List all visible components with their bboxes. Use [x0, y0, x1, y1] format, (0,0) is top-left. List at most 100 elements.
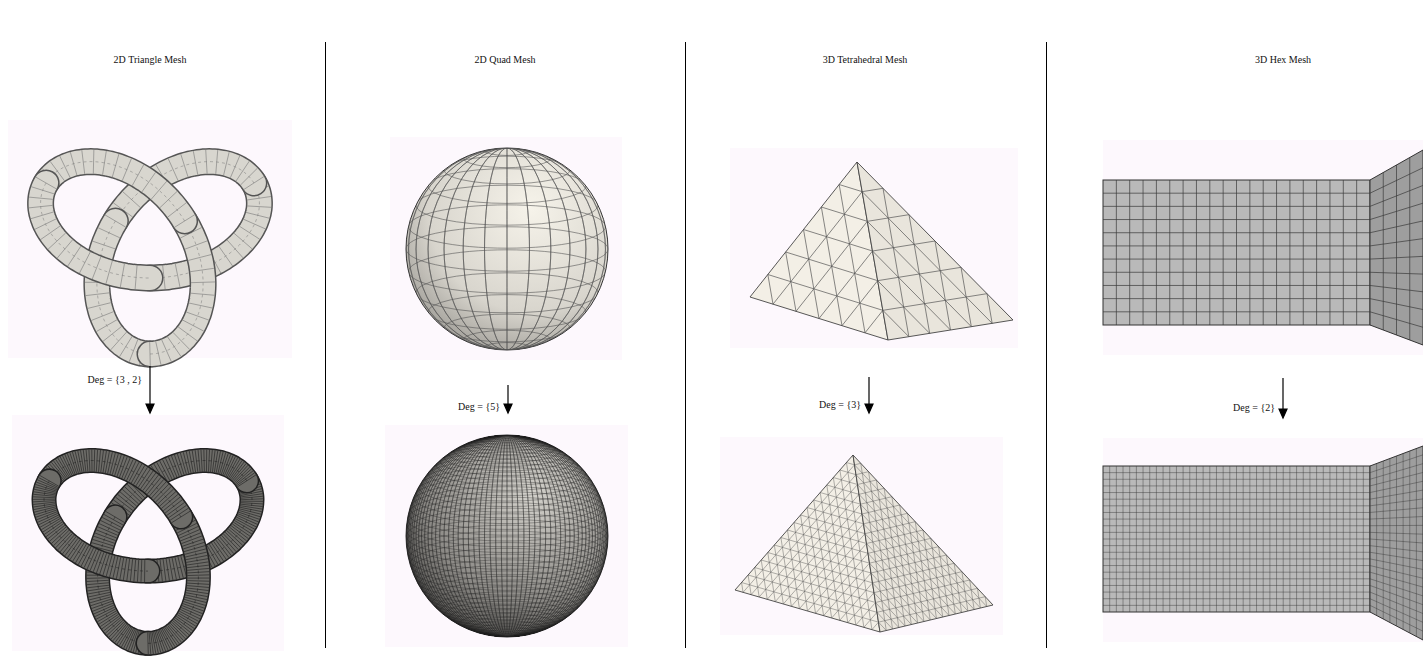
mesh-line	[485, 435, 530, 637]
mesh-line	[421, 435, 592, 637]
quad-sphere	[406, 146, 608, 353]
mesh-line	[479, 435, 535, 637]
mesh-line	[163, 559, 166, 581]
mesh-line	[819, 251, 873, 319]
mesh-line	[507, 148, 508, 350]
mesh-line	[235, 519, 254, 529]
mesh-line	[124, 629, 134, 649]
mesh-line	[858, 480, 877, 485]
mesh-line	[1416, 449, 1417, 637]
mesh-line	[91, 312, 113, 321]
mesh-line	[1103, 525, 1370, 526]
arrow-head	[146, 404, 154, 413]
mesh-line	[70, 541, 82, 559]
mesh-line	[1116, 180, 1117, 325]
mesh-line	[1103, 558, 1370, 559]
mesh-line	[432, 435, 583, 637]
mesh-line	[496, 435, 519, 637]
mesh-line	[173, 332, 190, 349]
mesh-line	[1129, 180, 1130, 325]
degree-label: Deg = {5}	[458, 401, 500, 413]
mesh-line	[67, 454, 75, 475]
mesh-line	[1409, 158, 1410, 341]
mesh-line	[436, 435, 579, 637]
mesh-line	[1343, 180, 1344, 325]
arrow-head	[865, 404, 873, 413]
mesh-line	[1103, 605, 1370, 606]
mesh-line	[884, 488, 905, 626]
mesh-line	[820, 493, 840, 621]
mesh-line	[224, 152, 230, 175]
mesh-line	[187, 574, 209, 576]
mesh-line	[89, 592, 111, 597]
mesh-line	[1103, 206, 1370, 207]
mesh-line	[167, 502, 185, 515]
mesh-line	[31, 212, 54, 219]
mesh-line	[174, 215, 194, 228]
mesh-line	[428, 148, 586, 350]
mesh-line	[496, 634, 519, 639]
mesh-line	[175, 264, 180, 288]
mesh-line	[743, 465, 854, 592]
mesh-line	[1103, 592, 1370, 593]
mesh-line	[189, 303, 212, 308]
mesh-line	[1223, 180, 1224, 325]
mesh-line	[468, 435, 545, 637]
mesh-line	[1103, 285, 1370, 286]
mesh-line	[41, 226, 61, 240]
mesh-line	[409, 435, 606, 637]
mesh-line	[827, 485, 848, 623]
mesh-line	[870, 547, 939, 564]
mesh-line	[34, 489, 56, 493]
mesh-line	[873, 563, 955, 583]
mesh-line	[846, 463, 854, 465]
mesh-line	[232, 524, 250, 537]
sphere-body	[406, 435, 608, 637]
mesh-line	[773, 192, 862, 304]
image-bg	[1103, 140, 1423, 355]
mesh-line	[775, 504, 860, 602]
degree-label: Deg = {3}	[819, 399, 861, 411]
pyramid-face	[857, 162, 1013, 340]
mesh-line	[1383, 173, 1384, 331]
column-separators	[326, 42, 1047, 648]
mesh-line	[1209, 180, 1210, 325]
mesh-line	[409, 435, 606, 637]
mesh-line	[60, 535, 74, 552]
mesh-line	[468, 621, 545, 638]
mesh-line	[406, 227, 608, 271]
mesh-line	[87, 583, 109, 585]
mesh-line	[425, 435, 590, 637]
tet-pyramid	[735, 455, 993, 632]
mesh-line	[485, 343, 530, 353]
mesh-line	[876, 603, 899, 628]
mesh-line	[48, 233, 66, 249]
mesh-line	[151, 181, 167, 199]
mesh-line	[233, 522, 252, 534]
separator	[1046, 42, 1047, 648]
mesh-line	[414, 435, 601, 637]
trefoil-knot	[29, 150, 271, 366]
mesh-line	[1103, 499, 1370, 500]
mesh-line	[240, 226, 260, 239]
mesh-line	[436, 435, 579, 637]
mesh-line	[858, 485, 975, 610]
mesh-line	[93, 539, 114, 546]
mesh-line	[406, 435, 608, 637]
mesh-line	[892, 497, 912, 625]
mesh-line	[88, 303, 111, 309]
mesh-line	[755, 568, 760, 598]
mesh-line	[748, 575, 877, 612]
mesh-line	[103, 326, 122, 341]
mesh-line	[954, 563, 962, 612]
mesh-line	[407, 531, 606, 575]
mesh-line	[1276, 180, 1277, 325]
mesh-line	[179, 611, 198, 621]
mesh-line	[62, 456, 72, 476]
mesh-line	[490, 632, 524, 639]
mesh-line	[180, 453, 186, 474]
mesh-line	[222, 535, 237, 551]
mesh-line	[820, 493, 860, 505]
mesh-line	[425, 435, 590, 637]
mesh-line	[147, 477, 161, 494]
